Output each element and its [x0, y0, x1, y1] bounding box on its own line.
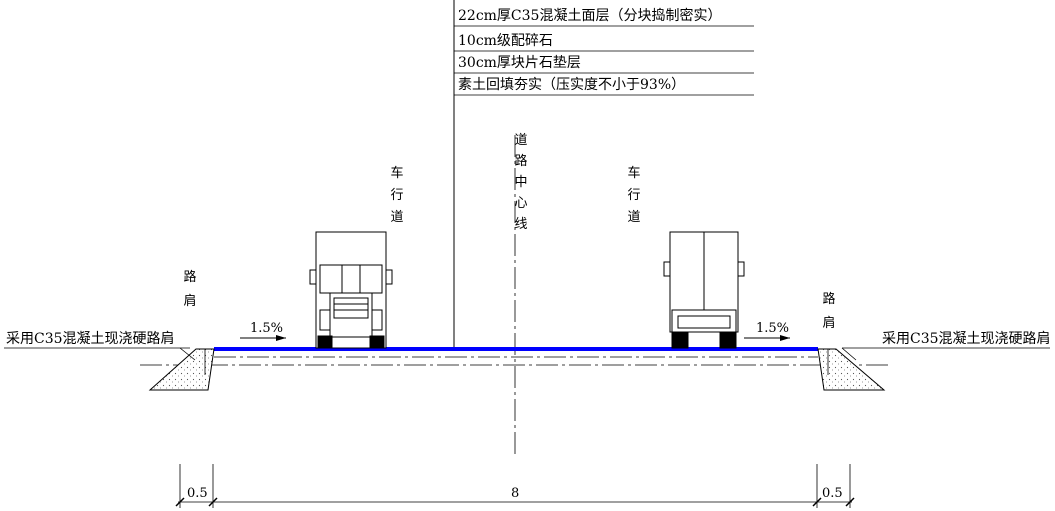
truck-rear-icon	[663, 231, 745, 349]
dimension-line: 0.5 8 0.5	[175, 464, 855, 508]
dimension-right-shoulder: 0.5	[822, 486, 843, 501]
dimension-slash-4	[845, 497, 855, 507]
dimension-left-shoulder: 0.5	[187, 486, 208, 501]
left-shoulder-fill	[148, 348, 215, 391]
left-slope-arrowhead	[276, 335, 286, 341]
shoulder-left-label: 路肩	[183, 269, 196, 309]
right-shoulder-material-text: 采用C35混凝土现浇硬路肩	[882, 331, 1051, 347]
lane-right-label: 车行道	[627, 165, 640, 225]
right-shoulder-fill	[817, 348, 886, 391]
left-material-leader-tip	[179, 347, 196, 361]
left-slope-text: 1.5%	[250, 321, 283, 336]
layer-callout: 22cm厚C35混凝土面层（分块捣制密实） 10cm级配碎石 30cm厚块片石垫…	[453, 0, 754, 349]
right-slope-text: 1.5%	[756, 321, 789, 336]
dimension-slash-2	[208, 497, 218, 507]
lane-left-label: 车行道	[390, 165, 403, 225]
shoulder-right-label: 路肩	[822, 291, 835, 331]
right-slope-arrowhead	[780, 335, 790, 341]
layer-4-text: 素土回填夯实（压实度不小于93%）	[458, 77, 685, 93]
layer-1-text: 22cm厚C35混凝土面层（分块捣制密实）	[458, 7, 721, 24]
centerline-label: 道路中心线	[514, 133, 527, 232]
dimension-carriageway: 8	[511, 486, 519, 501]
truck-front-icon	[309, 231, 393, 349]
right-slope-indicator: 1.5%	[744, 321, 790, 341]
layer-3-text: 30cm厚块片石垫层	[458, 55, 581, 71]
dimension-slash-1	[175, 497, 185, 507]
left-shoulder-material-text: 采用C35混凝土现浇硬路肩	[6, 331, 175, 347]
dimension-slash-3	[812, 497, 822, 507]
right-material-leader-tip	[841, 347, 857, 361]
left-slope-indicator: 1.5%	[240, 321, 286, 341]
vertical-labels: 道路中心线车行道车行道路肩路肩	[183, 133, 835, 331]
layer-2-text: 10cm级配碎石	[458, 33, 553, 49]
